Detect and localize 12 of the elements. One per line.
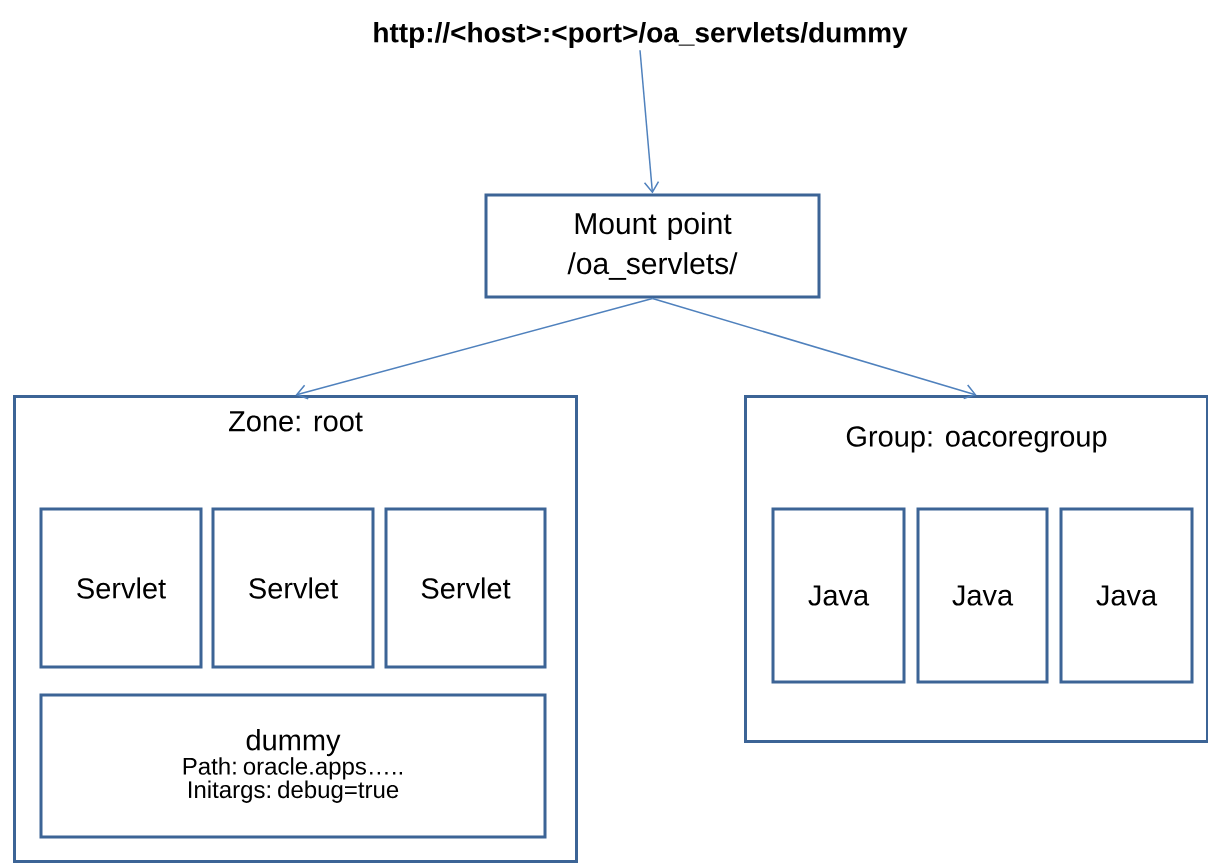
box: Java bbox=[771, 507, 906, 684]
box: Java bbox=[916, 507, 1049, 684]
box: Servlet bbox=[211, 507, 375, 669]
arrow bbox=[295, 297, 654, 400]
box: dummy Path: oracle.apps….. Initargs: debug=true bbox=[39, 693, 547, 839]
box: Java bbox=[1059, 507, 1194, 684]
url-text: http://<host>:<port>/oa_servlets/dummy bbox=[374, 21, 908, 49]
box: Mount point /oa_servlets/ bbox=[484, 193, 821, 299]
arrow bbox=[651, 297, 977, 400]
box: Servlet bbox=[39, 507, 203, 669]
box: Servlet bbox=[384, 507, 547, 669]
arrow bbox=[639, 49, 660, 194]
